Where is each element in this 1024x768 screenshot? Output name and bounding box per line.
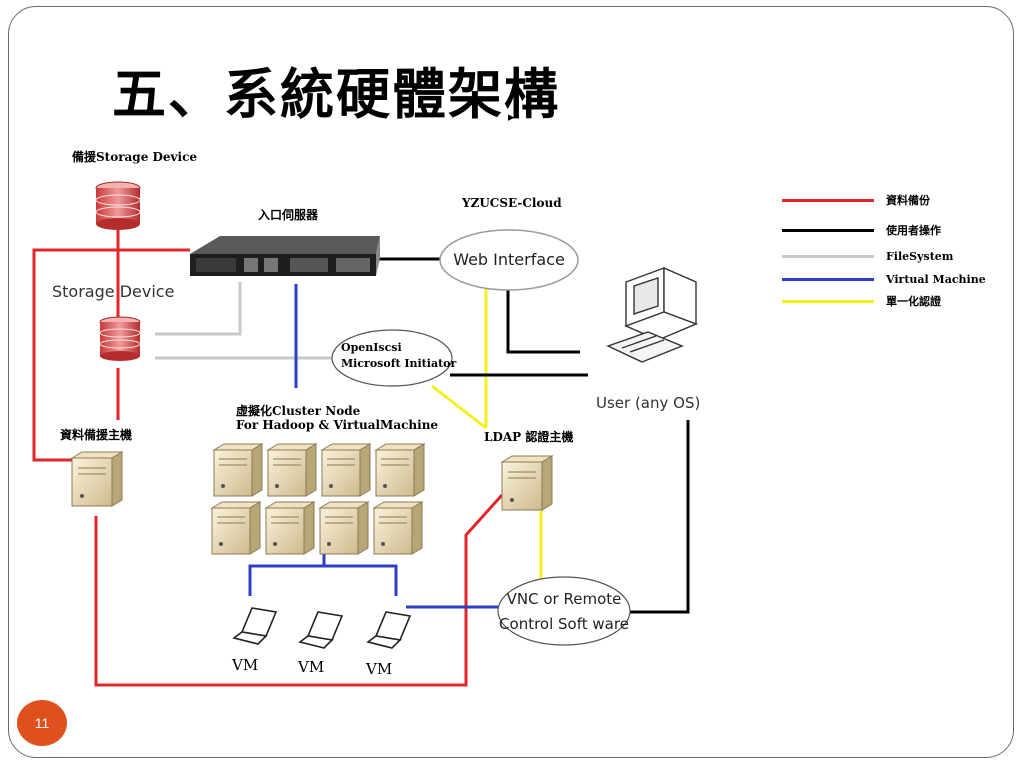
vnc-node (497, 576, 631, 646)
storage-device-label: Storage Device (52, 282, 175, 301)
cluster-node-icon (372, 501, 424, 555)
backup-line-left (32, 248, 190, 462)
slide-title: 五、系統硬體架構 (112, 63, 560, 126)
vm-label-3: VM (366, 660, 393, 678)
vm-label-2: VM (298, 658, 325, 676)
web-interface-node (439, 229, 579, 291)
filesystem-lines (155, 282, 336, 360)
slide-frame (8, 6, 1014, 758)
legend-swatch (782, 198, 874, 202)
backup-host-icon (70, 451, 124, 507)
legend-label: 資料備份 (886, 194, 930, 207)
cursor-icon: ▸ (508, 110, 515, 125)
openiscsi-label-1: OpenIscsi (341, 341, 402, 354)
cluster-label-2: For Hadoop & VirtualMachine (236, 418, 439, 432)
legend-label: FileSystem (886, 249, 954, 263)
page-number-badge: 11 (17, 700, 67, 746)
storage-device-icon (99, 316, 141, 361)
legend-swatch (782, 228, 874, 232)
backup-storage-label: 備援Storage Device (72, 150, 198, 164)
user-line-web-user (506, 290, 580, 354)
entry-server-label: 入口伺服器 (258, 208, 319, 222)
user-line-vnc-user (630, 420, 690, 614)
legend-label: Virtual Machine (886, 272, 986, 286)
cluster-node-icon (212, 443, 264, 497)
legend-label: 單一化認證 (886, 295, 941, 308)
rack-server-icon (190, 236, 380, 276)
cluster-node-icon (264, 501, 316, 555)
auth-lines (431, 288, 543, 580)
vm-laptop-3 (366, 611, 412, 649)
cluster-node-icon (266, 443, 318, 497)
user-label: User (any OS) (596, 394, 701, 412)
openiscsi-label-2: Microsoft Initiator (341, 357, 457, 370)
ldap-host-icon (500, 455, 554, 511)
legend-swatch (782, 299, 874, 303)
backup-line-bottom (94, 493, 504, 687)
web-interface-label: Web Interface (453, 250, 565, 269)
legend-item-filesystem: FileSystem (782, 246, 1002, 266)
cluster-node-icon (374, 443, 426, 497)
legend-swatch (782, 254, 874, 258)
vm-laptop-2 (298, 611, 344, 649)
legend-label: 使用者操作 (886, 224, 941, 237)
ldap-label: LDAP 認證主機 (484, 430, 574, 444)
vm-line-bracket (248, 564, 398, 596)
user-lines (375, 257, 690, 614)
vm-laptop-1 (232, 607, 278, 645)
cluster-node-icon (320, 443, 372, 497)
user-computer-icon (606, 266, 698, 363)
cloud-label: YZUCSE-Cloud (462, 196, 562, 210)
backup-lines (32, 228, 504, 687)
legend-item-user-operation: 使用者操作 (782, 220, 1002, 240)
legend-item-authentication: 單一化認證 (782, 291, 1002, 311)
cluster-node-icon (318, 501, 370, 555)
vm-label-1: VM (232, 656, 259, 674)
backup-storage-icon (95, 181, 141, 230)
legend-item-virtual-machine: Virtual Machine (782, 269, 1002, 289)
cluster-nodes (210, 443, 426, 555)
filesystem-line-server (155, 282, 242, 336)
legend-swatch (782, 277, 874, 281)
legend-item-backup: 資料備份 (782, 190, 1002, 210)
backup-host-label: 資料備援主機 (60, 428, 133, 442)
vnc-label-2: Control Soft ware (499, 615, 629, 633)
cluster-node-icon (210, 501, 262, 555)
cluster-label-1: 虛擬化Cluster Node (236, 404, 361, 418)
vnc-label-1: VNC or Remote (506, 590, 622, 608)
openiscsi-node (331, 329, 453, 387)
auth-line-iscsi (431, 384, 487, 430)
